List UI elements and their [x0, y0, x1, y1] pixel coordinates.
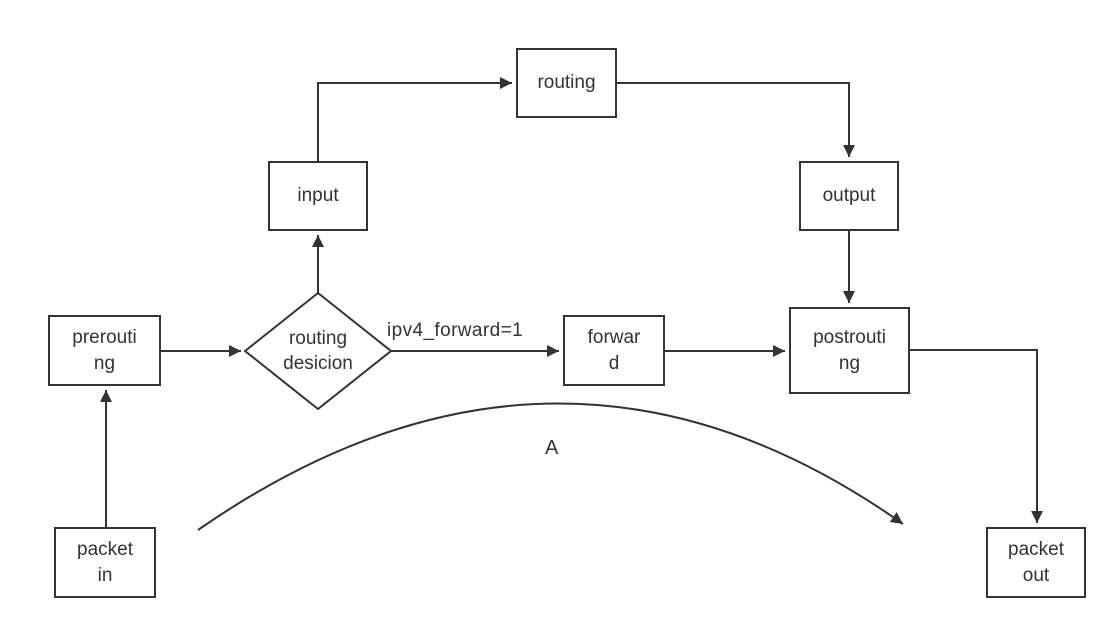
- edge-curve-a: [197, 402, 904, 531]
- node-prerouting-label: prerouti ng: [72, 327, 137, 374]
- node-packet-out-label: packet out: [1008, 539, 1064, 586]
- node-routing-decision-label: routing desicion: [283, 327, 353, 374]
- node-postrouting-label: postrouti ng: [813, 327, 886, 374]
- node-input-label: input: [297, 185, 339, 207]
- node-packet-in: packet in: [54, 527, 156, 598]
- node-routing-decision: routing desicion: [253, 297, 383, 405]
- node-packet-out: packet out: [986, 527, 1086, 598]
- routing-decision-diamond: [243, 291, 393, 411]
- edge-postrouting-packetout: [910, 349, 1043, 523]
- edge-label-ipv4-forward: ipv4_forward=1: [387, 320, 524, 341]
- node-output: output: [799, 161, 899, 231]
- edge-input-routing: [317, 77, 512, 161]
- node-output-label: output: [822, 185, 876, 207]
- edge-routing-output: [617, 82, 855, 157]
- node-prerouting: prerouti ng: [48, 315, 161, 386]
- node-packet-in-label: packet in: [77, 539, 133, 586]
- node-forward: forwar d: [563, 315, 665, 386]
- node-postrouting: postrouti ng: [789, 307, 910, 394]
- edge-label-a: A: [545, 437, 559, 459]
- node-routing-label: routing: [537, 72, 596, 94]
- node-routing: routing: [516, 48, 617, 118]
- node-forward-label: forwar d: [587, 327, 641, 374]
- node-input: input: [268, 161, 368, 231]
